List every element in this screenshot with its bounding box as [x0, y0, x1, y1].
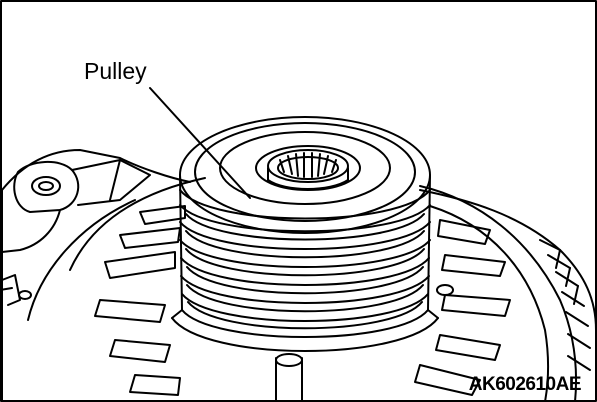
pulley-callout-label: Pulley — [84, 58, 147, 84]
pulley — [171, 116, 439, 352]
figure-code: AK602610AE — [468, 374, 582, 395]
callout-leader-line — [149, 87, 251, 199]
alternator-housing — [0, 149, 597, 402]
